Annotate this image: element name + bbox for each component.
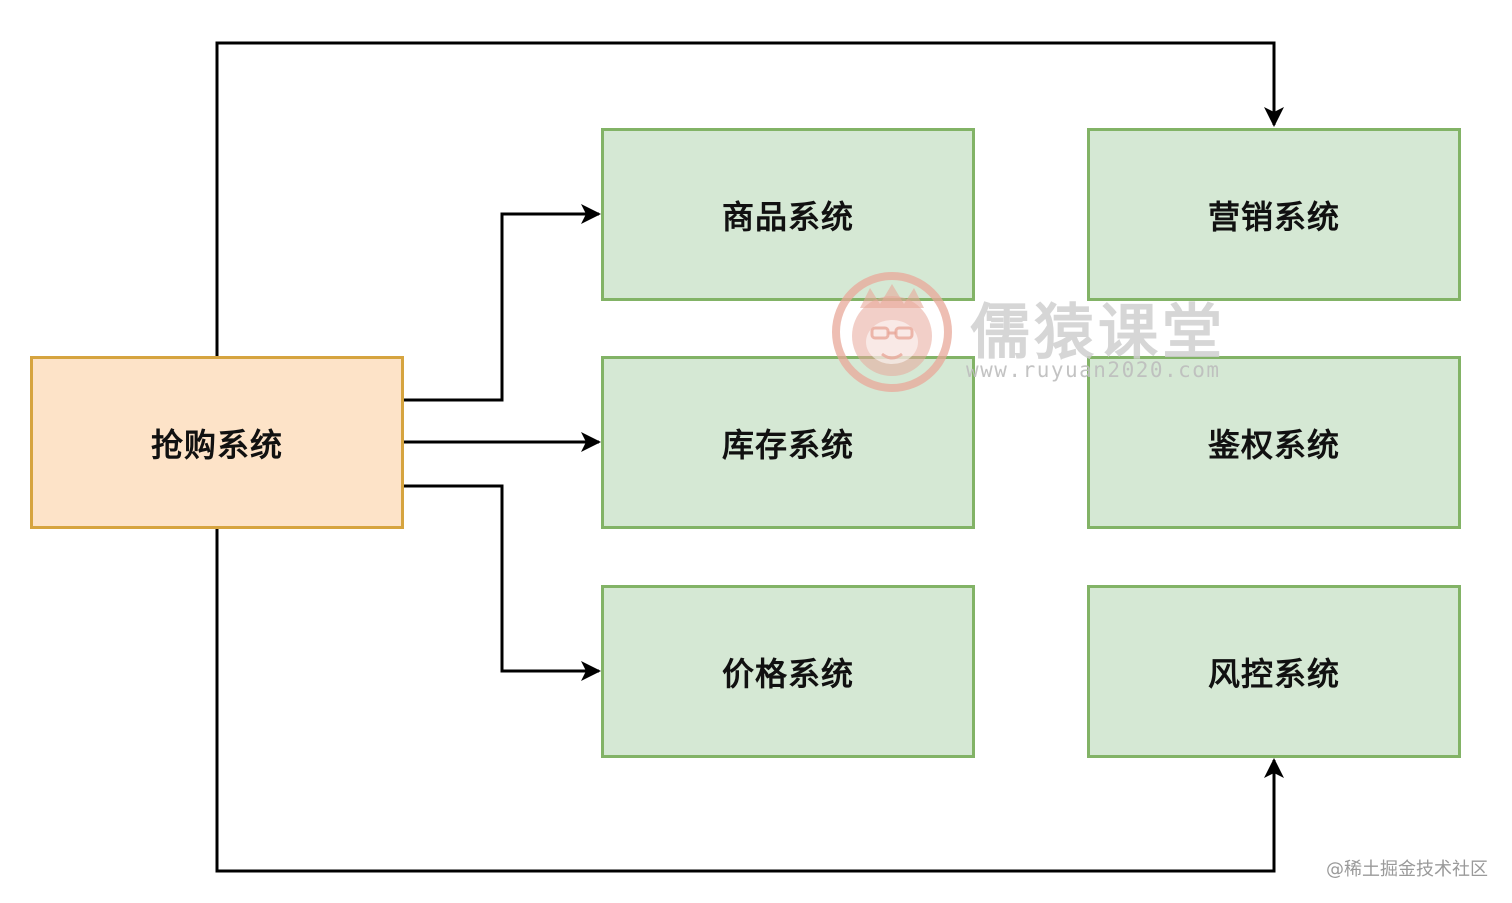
node-risk-control-system: 风控系统 — [1087, 585, 1461, 758]
node-label: 价格系统 — [721, 654, 854, 693]
node-inventory-system: 库存系统 — [601, 356, 975, 529]
node-label: 风控系统 — [1207, 654, 1340, 693]
source-credit: @稀土掘金技术社区 — [1326, 859, 1488, 880]
node-label: 商品系统 — [721, 197, 854, 236]
node-auth-system: 鉴权系统 — [1087, 356, 1461, 529]
node-price-system: 价格系统 — [601, 585, 975, 758]
edge-flash-sale-to-product — [403, 204, 601, 402]
node-marketing-system: 营销系统 — [1087, 128, 1461, 301]
node-label: 抢购系统 — [150, 425, 283, 464]
node-product-system: 商品系统 — [601, 128, 975, 301]
node-flash-sale-system: 抢购系统 — [30, 356, 404, 529]
edge-flash-sale-to-risk — [215, 528, 1284, 873]
edge-flash-sale-to-price — [403, 484, 601, 681]
node-label: 鉴权系统 — [1207, 425, 1340, 464]
node-label: 库存系统 — [721, 425, 854, 464]
node-label: 营销系统 — [1207, 197, 1340, 236]
edge-flash-sale-to-marketing — [215, 41, 1284, 356]
